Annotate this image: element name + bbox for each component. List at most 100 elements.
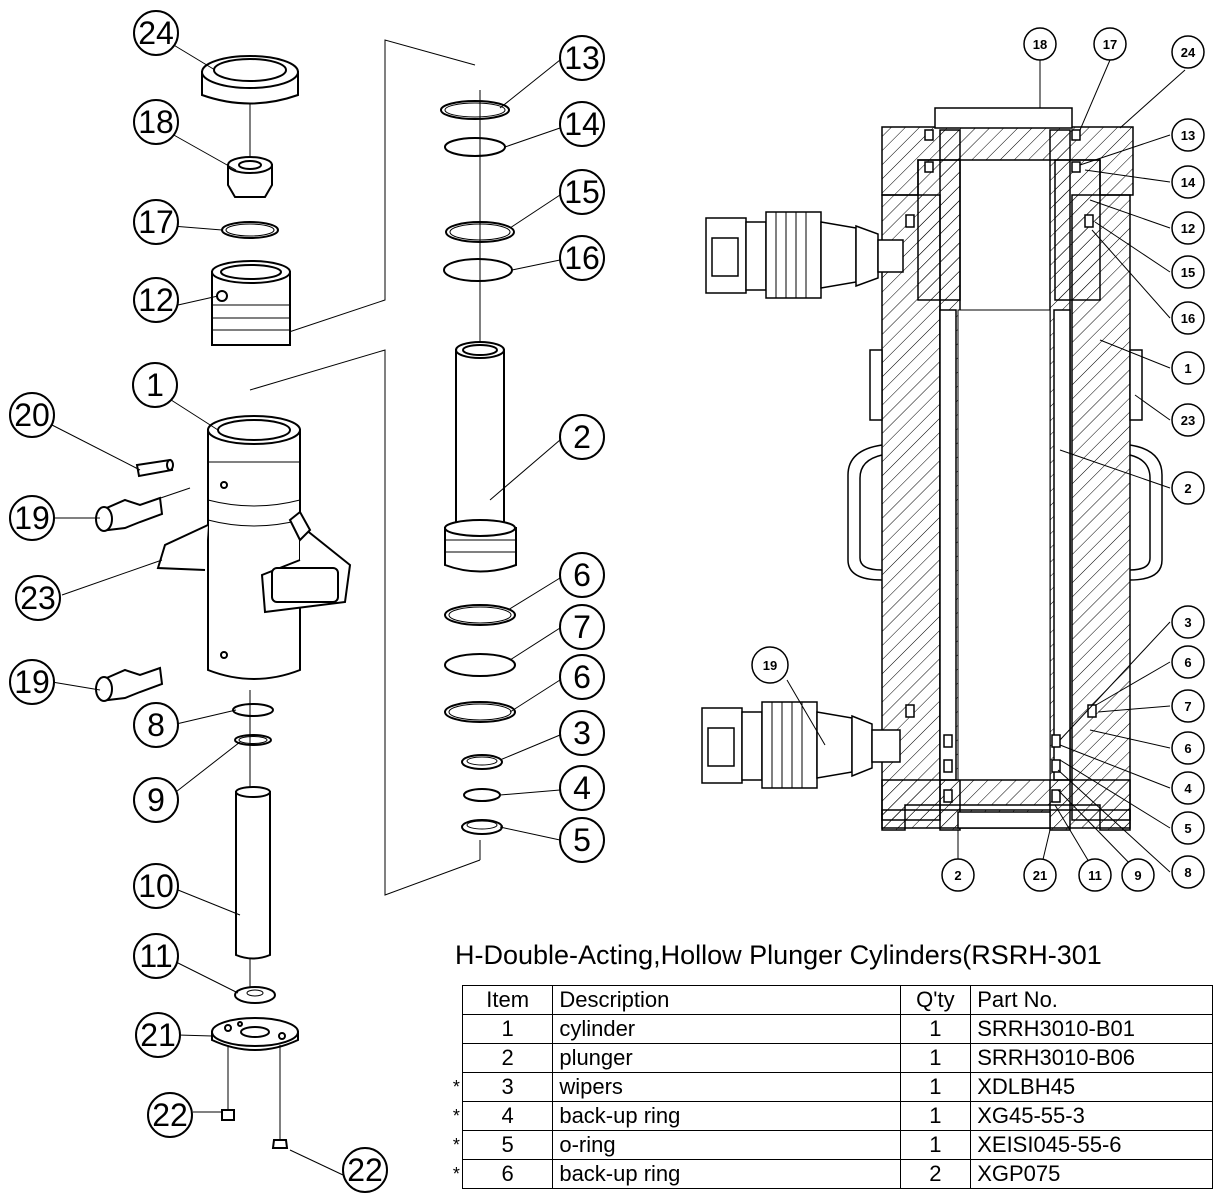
callout-text: 5: [573, 822, 591, 858]
part-seal-8: [232, 703, 274, 717]
cell-qty: 1: [899, 1101, 972, 1131]
callout-text: 12: [1181, 221, 1195, 236]
star-col-header: [448, 985, 463, 1015]
part-ring-7: [444, 653, 516, 677]
cell-description: back-up ring: [552, 1101, 901, 1131]
cell-description: wipers: [552, 1072, 901, 1102]
callout-text: 3: [1184, 615, 1191, 630]
callout-text: 12: [138, 282, 174, 318]
part-screws: [221, 1045, 289, 1149]
part-coupler-bottom: [95, 666, 164, 702]
callout-text: 11: [139, 938, 172, 974]
table-row: * 3 wipers 1 XDLBH45: [448, 1072, 1213, 1102]
callout-text: 13: [564, 40, 600, 76]
callout-text: 24: [1181, 45, 1196, 60]
callout-text: 19: [14, 664, 50, 700]
table-row: * 5 o-ring 1 XEISI045-55-6: [448, 1130, 1213, 1160]
callout-text: 22: [347, 1152, 383, 1188]
cell-description: o-ring: [552, 1130, 901, 1160]
table-row: 2 plunger 1 SRRH3010-B06: [448, 1043, 1213, 1073]
spare-mark: [448, 1014, 463, 1044]
cell-description: back-up ring: [552, 1159, 901, 1189]
callout-text: 17: [138, 204, 174, 240]
table-row: * 6 back-up ring 2 XGP075: [448, 1159, 1213, 1189]
cell-part-no: XG45-55-3: [970, 1101, 1213, 1131]
callout-text: 6: [573, 659, 591, 695]
callout-text: 2: [954, 868, 961, 883]
spare-mark: *: [448, 1159, 463, 1189]
spare-mark: [448, 1043, 463, 1073]
callout-text: 7: [1184, 699, 1191, 714]
callout-text: 21: [140, 1017, 176, 1053]
part-ring-14: [444, 137, 506, 157]
callout-text: 15: [1181, 265, 1195, 280]
callout-text: 13: [1181, 128, 1195, 143]
cell-qty: 1: [899, 1072, 972, 1102]
part-ring-4: [463, 788, 501, 802]
part-ring-16: [443, 258, 513, 282]
part-bushing: [227, 156, 273, 198]
callout-text: 9: [1134, 868, 1141, 883]
part-plunger: [444, 341, 517, 573]
callout-text: 24: [138, 15, 174, 51]
col-header-item: Item: [461, 985, 554, 1015]
cell-part-no: SRRH3010-B06: [970, 1043, 1213, 1073]
cell-item: 6: [461, 1159, 554, 1189]
callout-text: 14: [1181, 175, 1196, 190]
part-ring-6b: [444, 701, 516, 723]
callout-text: 22: [152, 1097, 188, 1133]
callout-text: 17: [1103, 37, 1117, 52]
col-header-description: Description: [552, 985, 901, 1015]
part-gland: [211, 260, 291, 346]
col-header-qty: Q'ty: [899, 985, 972, 1015]
callout-text: 20: [14, 397, 50, 433]
cell-item: 4: [461, 1101, 554, 1131]
cell-part-no: SRRH3010-B01: [970, 1014, 1213, 1044]
exploded-view: [95, 39, 517, 1149]
callout-text: 3: [573, 715, 591, 751]
callout-text: 10: [138, 868, 174, 904]
callout-text: 15: [564, 174, 600, 210]
part-nut: [201, 55, 299, 105]
callout-text: 4: [1184, 781, 1192, 796]
leader-lines: [786, 59, 1186, 873]
table-row: * 4 back-up ring 1 XG45-55-3: [448, 1101, 1213, 1131]
part-cylinder-body: [207, 415, 301, 680]
table-row: 1 cylinder 1 SRRH3010-B01: [448, 1014, 1213, 1044]
callout-text: 19: [763, 658, 777, 673]
section-view: [701, 107, 1163, 831]
cell-part-no: XDLBH45: [970, 1072, 1213, 1102]
spare-mark: *: [448, 1072, 463, 1102]
cell-item: 1: [461, 1014, 554, 1044]
part-ring-15: [445, 221, 515, 243]
cell-item: 2: [461, 1043, 554, 1073]
callout-text: 2: [573, 419, 591, 455]
section-coupler-bottom: [701, 701, 901, 789]
cell-part-no: XGP075: [970, 1159, 1213, 1189]
cell-part-no: XEISI045-55-6: [970, 1130, 1213, 1160]
callout-text: 16: [564, 240, 600, 276]
callout-text: 19: [14, 500, 50, 536]
spare-mark: *: [448, 1101, 463, 1131]
part-coupler-top: [95, 487, 191, 532]
cell-qty: 2: [899, 1159, 972, 1189]
part-pin: [135, 458, 174, 478]
callout-text: 6: [1184, 741, 1191, 756]
section-coupler-top: [705, 211, 904, 299]
callout-text: 8: [1184, 865, 1191, 880]
table-title: H-Double-Acting,Hollow Plunger Cylinders…: [455, 940, 1102, 970]
callout-text: 6: [1184, 655, 1191, 670]
exploded-callouts: 24 18 17 12 1 20 19 23 19 8 9 10 11 21 2…: [9, 10, 605, 1193]
cell-item: 5: [461, 1130, 554, 1160]
cell-description: plunger: [552, 1043, 901, 1073]
callout-text: 7: [573, 609, 591, 645]
callout-text: 1: [1184, 361, 1191, 376]
callout-text: 16: [1181, 311, 1195, 326]
callout-text: 21: [1033, 868, 1047, 883]
cell-qty: 1: [899, 1014, 972, 1044]
col-header-part-no: Part No.: [970, 985, 1213, 1015]
callout-text: 8: [147, 707, 165, 743]
parts-table: Item Description Q'ty Part No. 1 cylinde…: [448, 985, 1213, 1189]
spare-mark: *: [448, 1130, 463, 1160]
